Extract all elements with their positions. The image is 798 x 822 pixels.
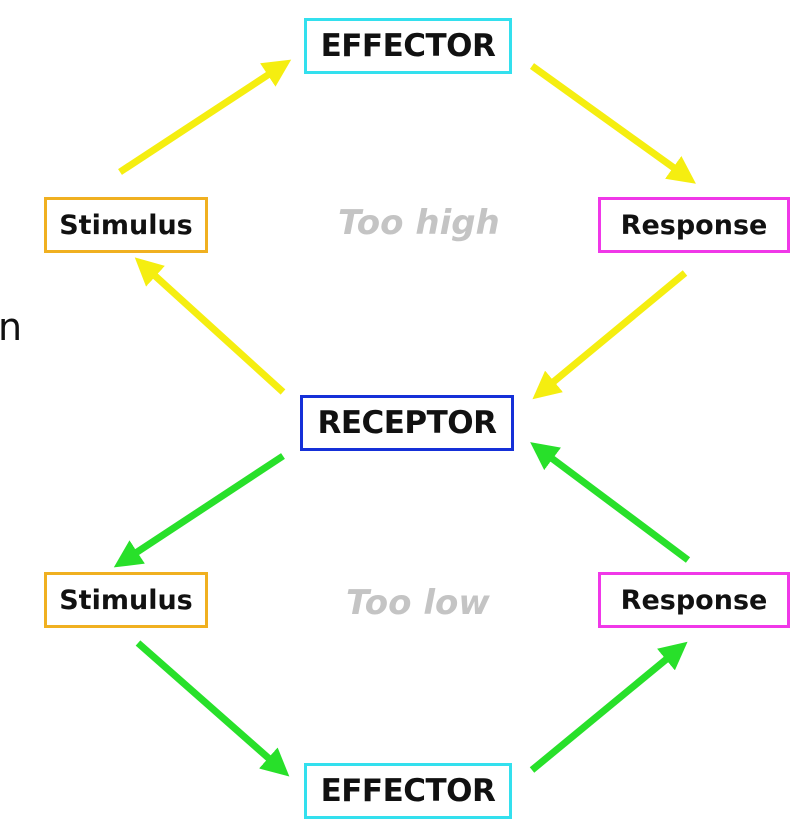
effector-box-low: EFFECTOR — [304, 763, 512, 819]
arrow-stimulus-to-effector-high — [118, 59, 292, 175]
response-label-low: Response — [620, 584, 768, 616]
stimulus-box-high: Stimulus — [44, 197, 208, 253]
stimulus-label-low: Stimulus — [59, 584, 193, 616]
cropped-text-fragment: n — [0, 305, 23, 349]
arrow-effector-to-response-high — [529, 63, 696, 184]
stimulus-box-low: Stimulus — [44, 572, 208, 628]
stimulus-label-high: Stimulus — [59, 209, 193, 241]
state-label-high: Too high — [338, 203, 500, 243]
receptor-label: RECEPTOR — [317, 405, 497, 441]
arrow-receptor-to-stimulus-low — [113, 453, 285, 568]
arrow-effector-to-response-low — [529, 641, 688, 773]
arrow-stimulus-to-effector-low — [135, 640, 290, 777]
effector-box-high: EFFECTOR — [304, 18, 512, 74]
state-label-low: Too low — [346, 583, 490, 623]
receptor-box: RECEPTOR — [300, 395, 514, 451]
response-box-high: Response — [598, 197, 790, 253]
arrow-receptor-to-stimulus-high — [134, 257, 286, 395]
effector-label-low: EFFECTOR — [320, 773, 496, 809]
arrow-response-to-receptor-high — [532, 270, 688, 400]
arrow-response-to-receptor-low — [530, 442, 691, 563]
effector-label-high: EFFECTOR — [320, 28, 496, 64]
response-box-low: Response — [598, 572, 790, 628]
response-label-high: Response — [620, 209, 768, 241]
